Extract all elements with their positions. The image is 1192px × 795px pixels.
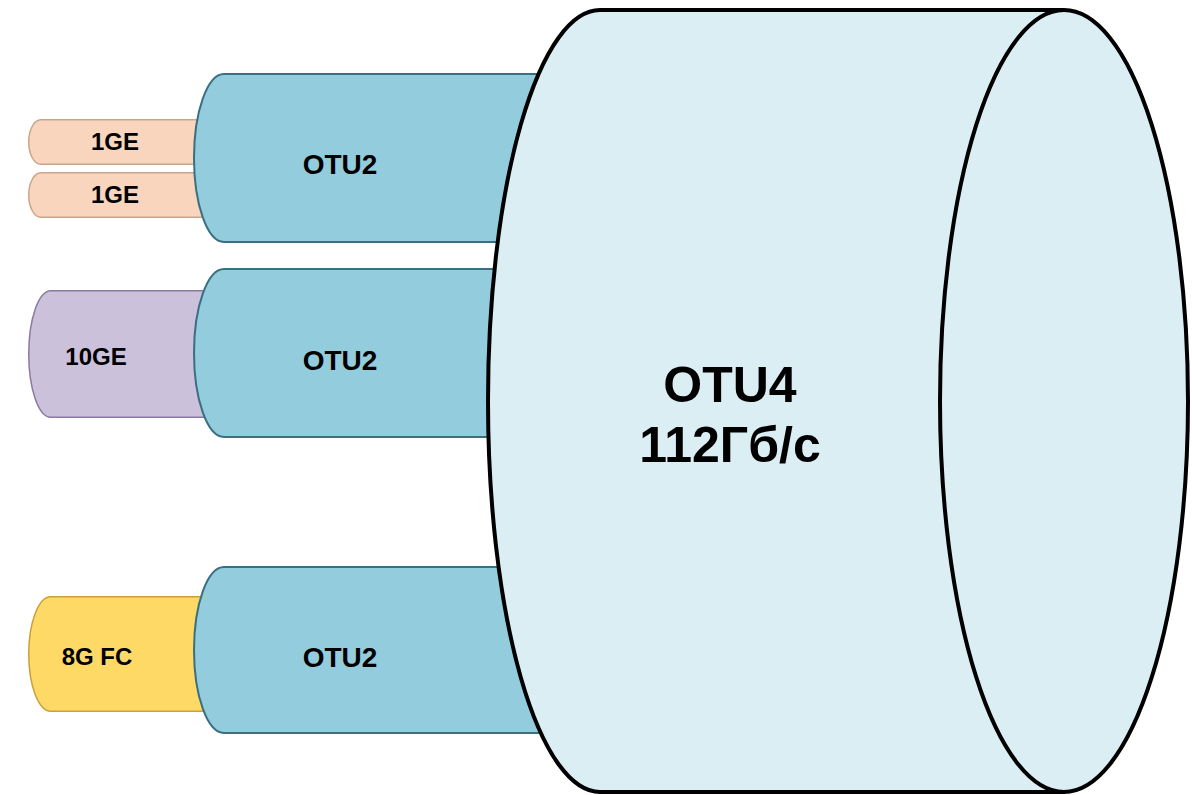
text-group: 10GE xyxy=(65,343,126,372)
cylinder-body xyxy=(488,10,1188,792)
text-group: 1GE xyxy=(91,128,139,157)
cylinder-end xyxy=(940,10,1064,792)
text-group: OTU2 xyxy=(303,344,378,378)
otu4-container: OTU4112Гб/с xyxy=(486,8,1190,794)
node-label: 1GE xyxy=(91,128,139,157)
node-label: OTU4 xyxy=(663,355,796,415)
node-label: OTU2 xyxy=(303,344,378,378)
node-label: 8G FC xyxy=(62,643,133,672)
text-group: 8G FC xyxy=(62,643,133,672)
text-group: 1GE xyxy=(91,181,139,210)
node-label: OTU2 xyxy=(303,148,378,182)
text-group: OTU4112Гб/с xyxy=(639,355,821,475)
text-group: OTU2 xyxy=(303,148,378,182)
node-outline xyxy=(486,8,1190,794)
node-label: 112Гб/с xyxy=(639,415,821,475)
node-label: 10GE xyxy=(65,343,126,372)
node-label: OTU2 xyxy=(303,641,378,675)
text-group: OTU2 xyxy=(303,641,378,675)
node-label: 1GE xyxy=(91,181,139,210)
